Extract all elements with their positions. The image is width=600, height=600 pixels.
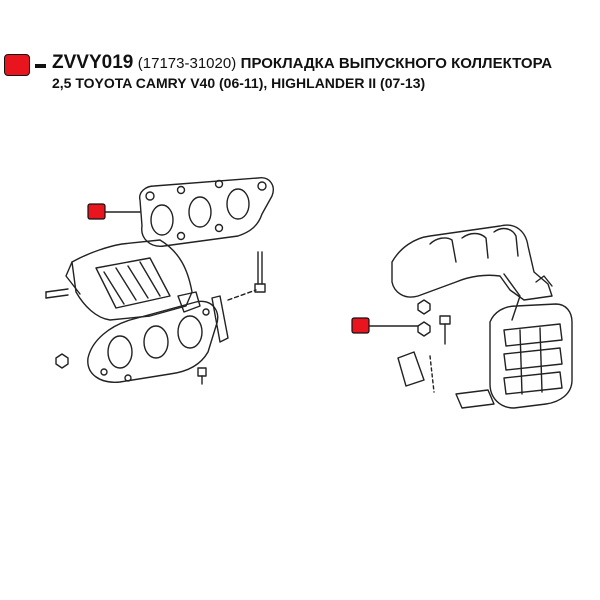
catalytic-converter-left [65, 239, 201, 321]
catalytic-converter-right [489, 303, 573, 409]
nut-left-lower [55, 353, 69, 369]
manifold-flange-left [87, 300, 219, 383]
bolt-left-lower [197, 367, 207, 385]
left-stud [45, 288, 69, 299]
manifold-gasket [139, 177, 274, 247]
gasket-marker [87, 203, 106, 220]
oem-part-number: (17173-31020) [137, 55, 237, 72]
nut-right [417, 299, 431, 337]
part-description: ПРОКЛАДКА ВЫПУСКНОГО КОЛЛЕКТОРА [240, 55, 553, 72]
legend-title-line: ZVVY019 (17173-31020) ПРОКЛАДКА ВЫПУСКНО… [52, 52, 552, 74]
vehicle-applications: 2,5 TOYOTA CAMRY V40 (06-11), HIGHLANDER… [52, 75, 426, 91]
legend-dash [35, 64, 46, 68]
nut-marker [351, 317, 370, 334]
bracket-left [211, 289, 257, 343]
part-code: ZVVY019 [52, 52, 134, 73]
exhaust-manifold-right [391, 224, 553, 321]
stud-bolt [254, 251, 266, 293]
heat-shield-right [397, 351, 495, 409]
bolt-right [439, 315, 451, 345]
legend-marker [4, 54, 30, 76]
